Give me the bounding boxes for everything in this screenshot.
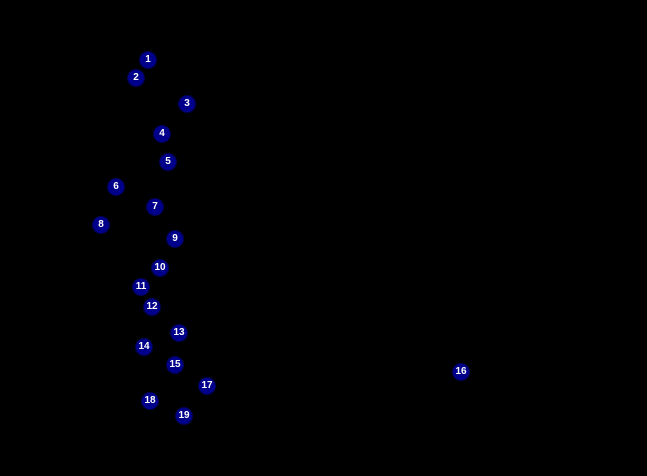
annotation-marker-2[interactable]: 2	[127, 69, 145, 87]
annotation-marker-8[interactable]: 8	[92, 216, 110, 234]
annotation-marker-17[interactable]: 17	[198, 377, 216, 395]
annotation-marker-4[interactable]: 4	[153, 125, 171, 143]
annotation-marker-16[interactable]: 16	[452, 363, 470, 381]
annotation-marker-10[interactable]: 10	[151, 259, 169, 277]
annotation-marker-5[interactable]: 5	[159, 153, 177, 171]
annotation-marker-19[interactable]: 19	[175, 407, 193, 425]
annotation-marker-15[interactable]: 15	[166, 356, 184, 374]
annotation-marker-18[interactable]: 18	[141, 392, 159, 410]
annotation-marker-13[interactable]: 13	[170, 324, 188, 342]
annotation-marker-1[interactable]: 1	[139, 51, 157, 69]
annotation-marker-3[interactable]: 3	[178, 95, 196, 113]
annotation-marker-6[interactable]: 6	[107, 178, 125, 196]
annotation-marker-9[interactable]: 9	[166, 230, 184, 248]
annotation-marker-11[interactable]: 11	[132, 278, 150, 296]
annotation-marker-14[interactable]: 14	[135, 338, 153, 356]
annotation-marker-7[interactable]: 7	[146, 198, 164, 216]
annotation-marker-12[interactable]: 12	[143, 298, 161, 316]
